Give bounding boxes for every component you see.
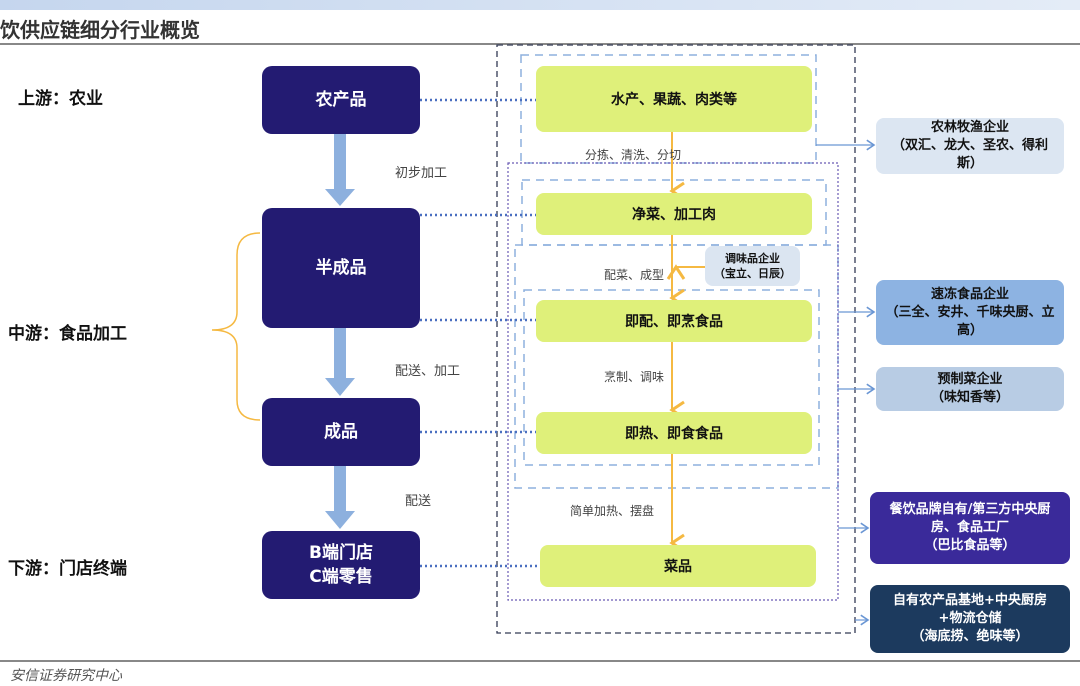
node-semi-finished: 半成品 bbox=[262, 208, 420, 328]
company-examples: （海底捞、绝味等） bbox=[911, 629, 1029, 644]
company-integrated: 自有农产品基地+中央厨房+物流仓储 （海底捞、绝味等） bbox=[870, 585, 1070, 653]
company-name: 农林牧渔企业 bbox=[930, 120, 1009, 135]
left-brace bbox=[211, 232, 261, 421]
stage-midstream: 中游：食品加工 bbox=[8, 324, 127, 344]
step-delivery: 配送 bbox=[405, 494, 432, 509]
seasoning-examples: （宝立、日辰） bbox=[714, 267, 791, 280]
company-name: 预制菜企业 bbox=[937, 372, 1003, 387]
outer-dashed-box bbox=[496, 44, 856, 634]
company-examples: （三全、安井、千味央厨、立高） bbox=[885, 304, 1055, 338]
step-heat-plate: 简单加热、摆盘 bbox=[570, 504, 655, 518]
node-b-stores: B端门店 bbox=[309, 543, 373, 563]
process-arrows bbox=[666, 132, 705, 553]
company-name: 速冻食品企业 bbox=[930, 286, 1009, 302]
seasoning-companies: 调味品企业 （宝立、日辰） bbox=[705, 246, 800, 286]
footer-divider bbox=[0, 660, 1080, 662]
company-prepared: 预制菜企业 （味知香等） bbox=[876, 367, 1064, 411]
company-frozen: 速冻食品企业 （三全、安井、千味央厨、立高） bbox=[876, 280, 1064, 345]
stage-upstream: 上游：农业 bbox=[18, 89, 103, 109]
header-divider bbox=[0, 43, 1080, 45]
company-name: 自有农产品基地+中央厨房+物流仓储 bbox=[893, 593, 1047, 626]
process-ready-to-cook: 即配、即烹食品 bbox=[536, 300, 812, 342]
dotted-links bbox=[420, 98, 540, 568]
page-title: 饮供应链细分行业概览 bbox=[0, 18, 200, 42]
company-examples: （巴比食品等） bbox=[924, 538, 1016, 553]
company-agri: 农林牧渔企业 （双汇、龙大、圣农、得利斯） bbox=[876, 118, 1064, 174]
seasoning-name: 调味品企业 bbox=[725, 252, 780, 265]
company-name: 餐饮品牌自有/第三方中央厨房、食品工厂 bbox=[889, 502, 1051, 535]
process-clean-veg: 净菜、加工肉 bbox=[536, 193, 812, 235]
main-flow-arrows bbox=[325, 134, 355, 529]
stage-downstream: 下游：门店终端 bbox=[8, 559, 127, 579]
company-catering: 餐饮品牌自有/第三方中央厨房、食品工厂 （巴比食品等） bbox=[870, 492, 1070, 564]
step-delivery-processing: 配送、加工 bbox=[395, 364, 461, 379]
step-assemble-shape: 配菜、成型 bbox=[604, 268, 665, 282]
node-c-retail: C端零售 bbox=[309, 567, 373, 587]
company-arrows bbox=[816, 139, 876, 626]
header-band bbox=[0, 0, 1080, 10]
source-footer: 安信证券研究中心 bbox=[10, 668, 122, 684]
node-finished: 成品 bbox=[262, 398, 420, 466]
node-stores: B端门店 C端零售 bbox=[262, 531, 420, 599]
process-dishes: 菜品 bbox=[540, 545, 816, 587]
company-examples: （双汇、龙大、圣农、得利斯） bbox=[891, 138, 1048, 171]
node-agri-products: 农产品 bbox=[262, 66, 420, 134]
company-examples: （味知香等） bbox=[930, 390, 1009, 405]
process-ready-to-eat: 即热、即食食品 bbox=[536, 412, 812, 454]
process-raw: 水产、果蔬、肉类等 bbox=[536, 66, 812, 132]
step-sort-wash-cut: 分拣、清洗、分切 bbox=[585, 148, 682, 162]
step-cook-season: 烹制、调味 bbox=[604, 370, 665, 384]
step-initial-processing: 初步加工 bbox=[395, 166, 448, 181]
